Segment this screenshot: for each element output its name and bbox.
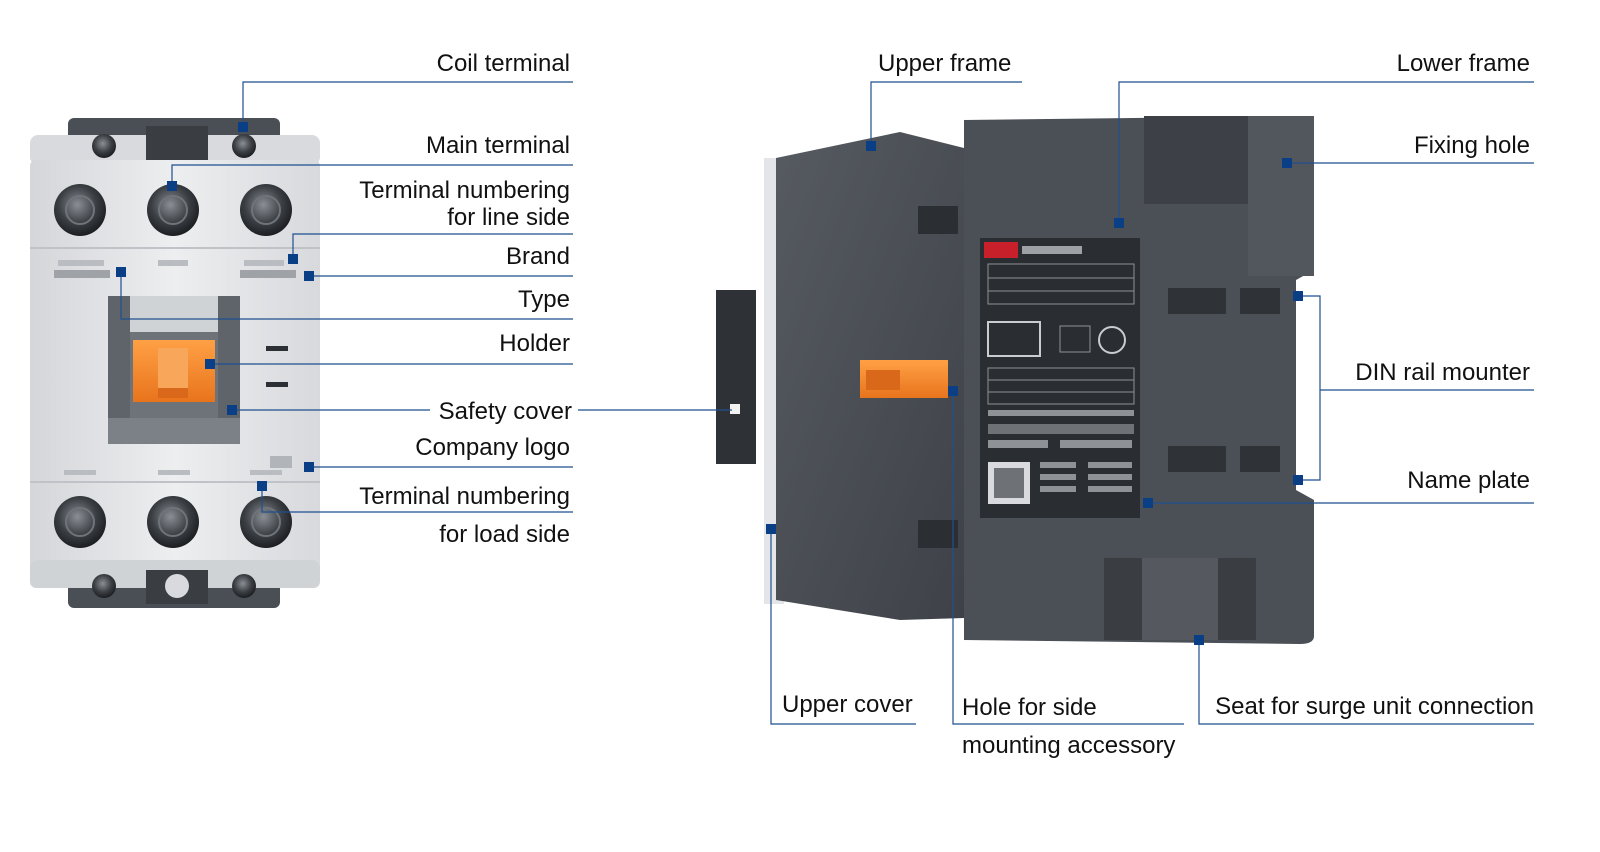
label-brand: Brand	[505, 243, 570, 270]
label-hole-side-2: mounting accessory	[962, 732, 1176, 759]
label-seat-surge: Seat for surge unit connection	[1215, 693, 1534, 720]
side-view-contactor	[716, 116, 1314, 644]
label-fixing-hole: Fixing hole	[1413, 132, 1530, 159]
name-plate-graphic	[980, 238, 1140, 518]
line-side-screws	[54, 184, 292, 236]
label-terminal-numbering-load-2: for load side	[439, 521, 570, 548]
label-holder: Holder	[499, 330, 570, 357]
label-terminal-numbering-line-1: Terminal numbering	[359, 177, 570, 204]
label-hole-side-1: Hole for side	[962, 694, 1097, 721]
load-side-screws	[54, 496, 292, 548]
label-coil-terminal: Coil terminal	[436, 50, 570, 77]
leader-lines	[120, 81, 1534, 725]
label-company-logo: Company logo	[415, 434, 570, 461]
label-upper-frame: Upper frame	[878, 50, 1012, 77]
label-main-terminal: Main terminal	[425, 132, 570, 159]
label-lower-frame: Lower frame	[1396, 50, 1530, 77]
label-terminal-numbering-line-2: for line side	[447, 204, 570, 231]
front-view-contactor	[30, 118, 320, 608]
label-upper-cover: Upper cover	[782, 691, 913, 718]
label-safety-cover: Safety cover	[438, 398, 572, 425]
label-type: Type	[517, 286, 570, 313]
label-din-rail-mounter: DIN rail mounter	[1355, 359, 1530, 386]
label-name-plate: Name plate	[1407, 467, 1530, 494]
markers	[116, 122, 1303, 645]
label-terminal-numbering-load-1: Terminal numbering	[359, 483, 570, 510]
